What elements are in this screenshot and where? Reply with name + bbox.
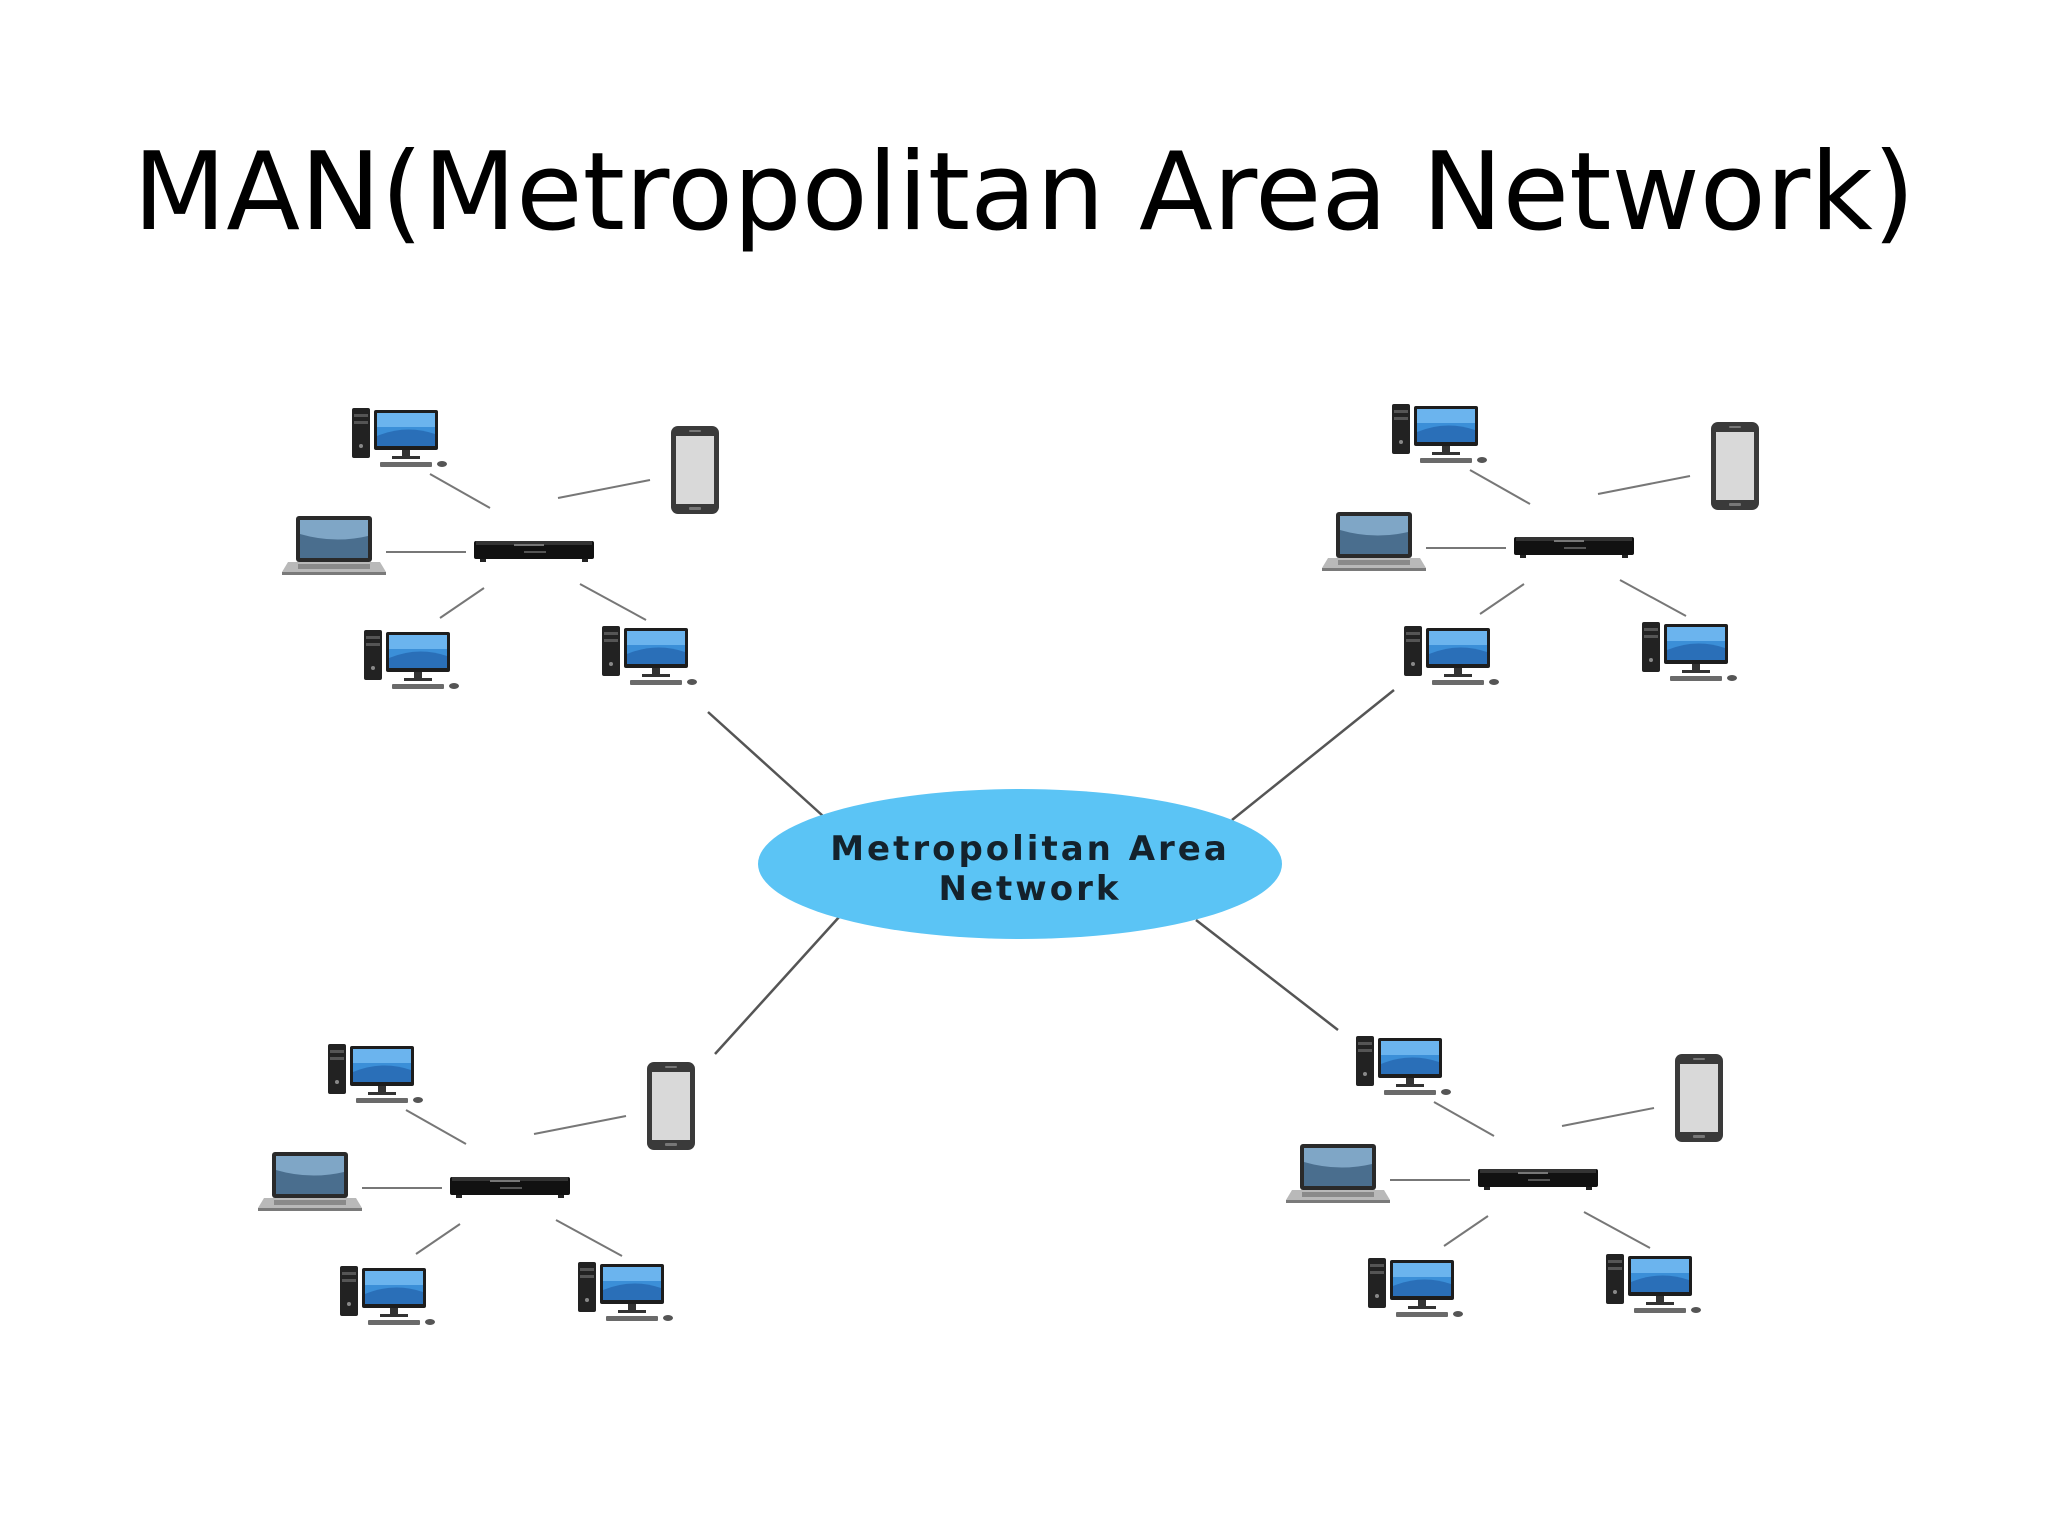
metropolitan-hub: Metropolitan Area Network: [758, 789, 1282, 939]
hub-links: [707, 689, 1395, 1055]
cluster-links: [386, 473, 651, 621]
desktop-computer-icon: [1356, 1036, 1451, 1095]
cluster-bottom-right: [1286, 1036, 1723, 1317]
laptop-icon: [1286, 1144, 1390, 1203]
link-hub-top-left: [707, 711, 824, 817]
desktop-computer-icon: [1368, 1258, 1463, 1317]
cluster-links: [1390, 1101, 1655, 1249]
desktop-computer-icon: [1606, 1254, 1701, 1313]
laptop-icon: [1322, 512, 1426, 571]
desktop-computer-icon: [364, 630, 459, 689]
network-switch-icon: [1514, 537, 1634, 558]
hub-ellipse: [758, 789, 1282, 939]
cluster-top-right: [1322, 404, 1759, 685]
hub-label-line1: Metropolitan Area: [830, 829, 1230, 869]
link-hub-bottom-right: [1195, 919, 1339, 1031]
desktop-computer-icon: [602, 626, 697, 685]
desktop-computer-icon: [340, 1266, 435, 1325]
smartphone-icon: [1711, 422, 1759, 510]
smartphone-icon: [671, 426, 719, 514]
link-hub-bottom-left: [714, 915, 841, 1055]
network-switch-icon: [474, 541, 594, 562]
network-switch-icon: [450, 1177, 570, 1198]
cluster-top-left: [282, 408, 719, 689]
smartphone-icon: [647, 1062, 695, 1150]
cluster-bottom-left: [258, 1044, 695, 1325]
slide-title: MAN(Metropolitan Area Network): [133, 130, 1915, 255]
desktop-computer-icon: [1392, 404, 1487, 463]
link-hub-top-right: [1231, 689, 1395, 821]
desktop-computer-icon: [1404, 626, 1499, 685]
network-switch-icon: [1478, 1169, 1598, 1190]
hub-label-line2: Network: [939, 869, 1122, 909]
desktop-computer-icon: [1642, 622, 1737, 681]
cluster-links: [362, 1109, 627, 1257]
desktop-computer-icon: [578, 1262, 673, 1321]
desktop-computer-icon: [328, 1044, 423, 1103]
laptop-icon: [282, 516, 386, 575]
cluster-links: [1426, 469, 1691, 617]
desktop-computer-icon: [352, 408, 447, 467]
laptop-icon: [258, 1152, 362, 1211]
smartphone-icon: [1675, 1054, 1723, 1142]
